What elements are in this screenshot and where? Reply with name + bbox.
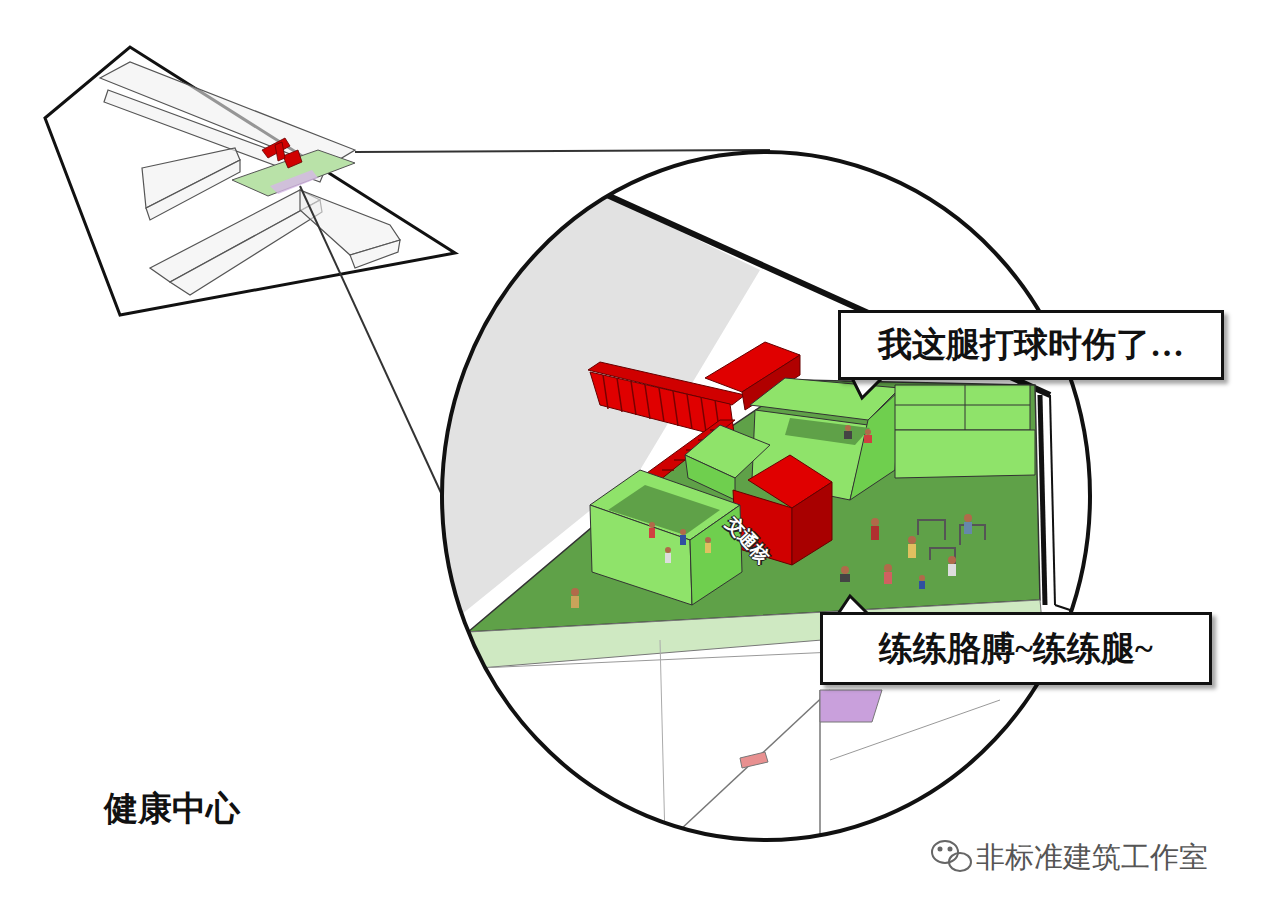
wechat-icon — [932, 841, 971, 871]
people — [571, 425, 972, 608]
zoom-line — [355, 150, 770, 152]
building-masses — [100, 62, 400, 295]
zoom-detail — [430, 195, 1100, 840]
green-floor-mini — [232, 150, 355, 196]
bubble-tail — [852, 378, 882, 398]
site-outline — [45, 47, 455, 315]
purple-mini — [270, 170, 318, 194]
speech-bubble: 我这腿打球时伤了… — [838, 310, 1224, 380]
transport-core-box: 交通核 — [736, 488, 794, 566]
red-core-mini — [262, 138, 302, 168]
zoom-line — [300, 186, 442, 495]
speech-bubble: 练练胳膊~练练腿~ — [820, 612, 1212, 685]
diagram-title: 健康中心 — [104, 786, 240, 832]
zoom-circle — [442, 152, 1090, 840]
bubble-text: 我这腿打球时伤了… — [878, 322, 1184, 368]
bubble-text: 练练胳膊~练练腿~ — [879, 626, 1152, 672]
watermark: 非标准建筑工作室 — [976, 838, 1208, 878]
